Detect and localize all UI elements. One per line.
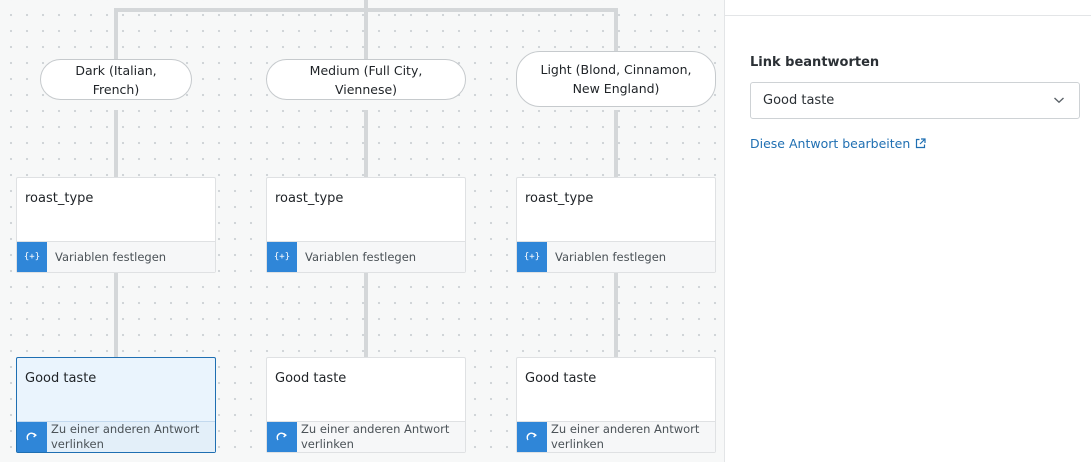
connector-branch-1 <box>114 8 118 60</box>
edit-answer-link-label: Diese Antwort bearbeiten <box>750 136 911 151</box>
node-title: Good taste <box>25 371 97 386</box>
node-footer-label: Variablen festlegen <box>555 249 667 264</box>
connector-var-2-down <box>364 273 368 358</box>
node-footer: {+} Variablen festlegen <box>267 241 465 272</box>
edit-answer-link[interactable]: Diese Antwort bearbeiten <box>750 136 926 151</box>
panel-header <box>725 0 1091 16</box>
node-footer-label: Variablen festlegen <box>305 249 417 264</box>
node-title: Good taste <box>275 371 347 386</box>
link-redirect-icon <box>517 422 547 452</box>
connector-branch-3 <box>614 8 618 52</box>
node-title: roast_type <box>25 191 94 206</box>
chevron-down-icon <box>1054 97 1064 104</box>
variable-braces-icon: {+} <box>17 242 47 272</box>
choice-label: Light (Blond, Cinnamon, New England) <box>540 62 692 96</box>
link-redirect-icon <box>17 422 47 452</box>
node-footer-label: Zu einer anderen Antwort verlinken <box>301 422 450 451</box>
variable-braces-icon: {+} <box>517 242 547 272</box>
node-title: roast_type <box>525 191 594 206</box>
link-node-3[interactable]: Good taste Zu einer anderen Antwort verl… <box>516 357 716 453</box>
choice-light[interactable]: Light (Blond, Cinnamon, New England) <box>516 51 716 107</box>
node-title: Good taste <box>525 371 597 386</box>
variable-braces-icon: {+} <box>267 242 297 272</box>
external-link-icon <box>916 138 926 149</box>
node-footer: Zu einer anderen Antwort verlinken <box>517 421 715 452</box>
node-footer: {+} Variablen festlegen <box>17 241 215 272</box>
connector-root <box>364 0 368 12</box>
choice-medium[interactable]: Medium (Full City, Viennese) <box>266 59 466 100</box>
link-redirect-icon <box>267 422 297 452</box>
flow-canvas[interactable]: Dark (Italian, French) Medium (Full City… <box>0 0 724 462</box>
choice-dark[interactable]: Dark (Italian, French) <box>40 59 192 100</box>
answer-select-value: Good taste <box>763 93 835 108</box>
answer-select[interactable]: Good taste <box>750 82 1080 119</box>
side-panel: Link beantworten Good taste Diese Antwor… <box>724 0 1091 462</box>
node-footer: {+} Variablen festlegen <box>517 241 715 272</box>
node-footer: Zu einer anderen Antwort verlinken <box>17 421 215 452</box>
node-footer: Zu einer anderen Antwort verlinken <box>267 421 465 452</box>
choice-label: Medium (Full City, Viennese) <box>309 62 423 97</box>
connector-choice-1-down <box>114 110 118 178</box>
variable-node-1[interactable]: roast_type {+} Variablen festlegen <box>16 177 216 273</box>
variable-node-2[interactable]: roast_type {+} Variablen festlegen <box>266 177 466 273</box>
node-title: roast_type <box>275 191 344 206</box>
connector-choice-2-down <box>364 110 368 178</box>
connector-choice-3-down <box>614 110 618 178</box>
link-answer-label: Link beantworten <box>750 55 880 70</box>
node-footer-label: Variablen festlegen <box>55 249 167 264</box>
variable-node-3[interactable]: roast_type {+} Variablen festlegen <box>516 177 716 273</box>
node-footer-label: Zu einer anderen Antwort verlinken <box>551 422 700 451</box>
choice-label: Dark (Italian, French) <box>75 62 157 97</box>
connector-branch-2 <box>364 8 368 60</box>
link-node-1[interactable]: Good taste Zu einer anderen Antwort verl… <box>16 357 216 453</box>
connector-var-3-down <box>614 273 618 358</box>
connector-var-1-down <box>114 273 118 358</box>
node-footer-label: Zu einer anderen Antwort verlinken <box>51 422 200 451</box>
link-node-2[interactable]: Good taste Zu einer anderen Antwort verl… <box>266 357 466 453</box>
